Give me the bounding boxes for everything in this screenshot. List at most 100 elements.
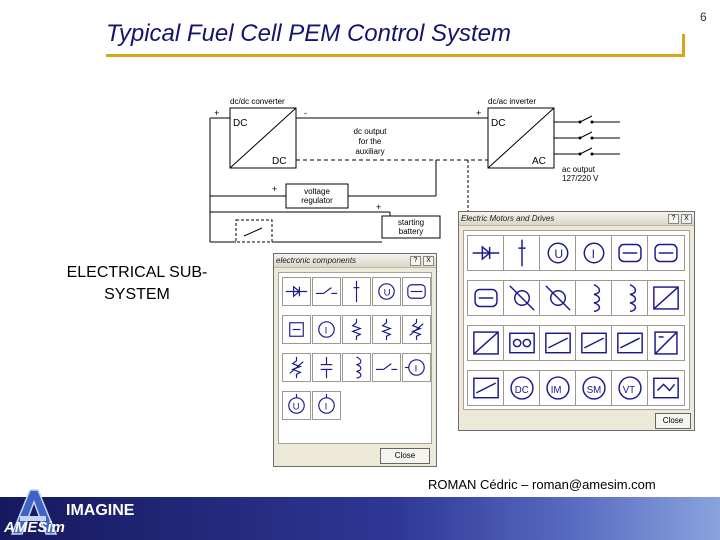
transmission-icon[interactable] xyxy=(503,325,541,361)
inductor-icon[interactable] xyxy=(575,280,613,316)
resistor-icon[interactable] xyxy=(372,315,401,344)
current-sensor-icon-glyph: I xyxy=(404,359,425,376)
voltage-source-icon[interactable]: U xyxy=(282,391,311,420)
dc-output-line-1: dc output xyxy=(354,127,388,136)
transformer-icon-glyph xyxy=(654,243,678,263)
switch-icon-glyph xyxy=(375,363,398,371)
module-icon-glyph xyxy=(545,332,571,354)
dc-output-line-3: auxiliary xyxy=(355,147,384,156)
voltmeter-icon[interactable]: U xyxy=(372,277,401,306)
current-source-icon[interactable]: I xyxy=(312,391,341,420)
inductor-icon[interactable] xyxy=(611,280,649,316)
vt-controller-icon[interactable]: VT xyxy=(611,370,649,406)
electronic-components-window[interactable]: electronic components ? X U I I U I Close xyxy=(273,253,437,467)
module-icon[interactable] xyxy=(539,325,577,361)
sensor-icon[interactable] xyxy=(503,280,541,316)
help-button[interactable]: ? xyxy=(668,213,679,224)
motors-close-button[interactable]: Close xyxy=(655,413,691,429)
components-title: electronic components xyxy=(276,256,357,265)
voltmeter-icon-glyph: U xyxy=(547,242,569,264)
lamp-icon[interactable] xyxy=(342,277,371,306)
svg-text:I: I xyxy=(325,325,328,336)
transformer-icon[interactable] xyxy=(402,277,431,306)
induction-motor-icon[interactable]: IM xyxy=(539,370,577,406)
help-button[interactable]: ? xyxy=(410,255,421,266)
inverter-label: dc/ac inverter xyxy=(488,97,536,106)
inductor-icon-glyph xyxy=(593,283,601,313)
ammeter-icon[interactable]: I xyxy=(312,315,341,344)
circuit-schematic: dc/dc converter dc/ac inverter DC DC DC … xyxy=(209,97,620,243)
svg-text:DC: DC xyxy=(515,385,529,396)
sync-motor-icon[interactable]: SM xyxy=(575,370,613,406)
controller-icon[interactable] xyxy=(647,370,685,406)
motors-title: Electric Motors and Drives xyxy=(461,214,555,223)
switch-icon[interactable] xyxy=(372,353,401,382)
sensor-icon-glyph xyxy=(509,285,535,311)
inverter-out-label: AC xyxy=(532,156,546,167)
battery-line-1: starting xyxy=(398,218,424,227)
diode-icon-glyph xyxy=(472,245,500,261)
switch-icon-glyph xyxy=(315,287,338,295)
sensor-icon-glyph xyxy=(545,285,571,311)
voltmeter-icon[interactable]: U xyxy=(539,235,577,271)
module-icon-glyph xyxy=(473,377,499,399)
close-window-button[interactable]: X xyxy=(681,213,692,224)
transformer-icon[interactable] xyxy=(647,235,685,271)
close-window-button[interactable]: X xyxy=(423,255,434,266)
svg-text:I: I xyxy=(415,363,418,374)
footer-product-name: AMESim xyxy=(4,519,65,536)
converter-icon[interactable] xyxy=(647,280,685,316)
components-titlebar[interactable]: electronic components ? X xyxy=(274,254,436,268)
transformer-icon-glyph xyxy=(474,288,498,308)
plus-sign: + xyxy=(376,202,381,212)
switch-icon[interactable] xyxy=(312,277,341,306)
transformer-icon[interactable] xyxy=(467,280,505,316)
capacitor-icon-glyph xyxy=(320,356,333,379)
inductor-icon[interactable] xyxy=(342,353,371,382)
variable-resistor-icon[interactable] xyxy=(402,315,431,344)
dc-output-line-2: for the xyxy=(359,137,382,146)
diode-icon[interactable] xyxy=(282,277,311,306)
slide-title: Typical Fuel Cell PEM Control System xyxy=(106,20,511,47)
dc-motor-icon[interactable]: DC xyxy=(503,370,541,406)
diode-icon[interactable] xyxy=(467,235,505,271)
transformer-icon-glyph xyxy=(618,243,642,263)
ammeter-icon[interactable]: I xyxy=(575,235,613,271)
lamp-icon-glyph xyxy=(353,280,360,303)
fuel-cell-icon-glyph xyxy=(289,322,304,337)
transmission-icon-glyph xyxy=(509,332,535,354)
subsystem-label: ELECTRICAL SUB-SYSTEM xyxy=(66,264,208,303)
ammeter-icon-glyph: I xyxy=(318,321,335,338)
ac-output-line-2: 127/220 V xyxy=(562,174,599,183)
plus-sign: + xyxy=(272,184,277,194)
rectifier-icon-glyph xyxy=(654,331,678,355)
converter-out-label: DC xyxy=(272,156,286,167)
fuel-cell-icon[interactable] xyxy=(282,315,311,344)
transformer-icon[interactable] xyxy=(611,235,649,271)
svg-text:I: I xyxy=(325,401,328,412)
module-icon[interactable] xyxy=(467,370,505,406)
motors-titlebar[interactable]: Electric Motors and Drives ? X xyxy=(459,212,694,226)
footer-brand-name: IMAGINE xyxy=(66,502,135,519)
variable-resistor-icon[interactable] xyxy=(282,353,311,382)
components-close-button[interactable]: Close xyxy=(380,448,430,464)
sensor-icon[interactable] xyxy=(539,280,577,316)
module-icon[interactable] xyxy=(611,325,649,361)
variable-resistor-icon-glyph xyxy=(409,318,424,341)
converter-icon-glyph xyxy=(653,286,679,310)
capacitor-icon[interactable] xyxy=(312,353,341,382)
converter-icon[interactable] xyxy=(467,325,505,361)
module-icon[interactable] xyxy=(575,325,613,361)
sync-motor-icon-glyph: SM xyxy=(582,376,606,400)
vt-controller-icon-glyph: VT xyxy=(618,376,642,400)
resistor-icon-glyph xyxy=(350,318,363,341)
svg-text:U: U xyxy=(293,401,300,412)
converter-in-label: DC xyxy=(233,118,247,129)
rectifier-icon[interactable] xyxy=(647,325,685,361)
resistor-icon[interactable] xyxy=(342,315,371,344)
svg-text:IM: IM xyxy=(551,385,562,396)
lamp-icon[interactable] xyxy=(503,235,541,271)
dc-dc-converter-block xyxy=(229,107,297,169)
current-sensor-icon[interactable]: I xyxy=(402,353,431,382)
